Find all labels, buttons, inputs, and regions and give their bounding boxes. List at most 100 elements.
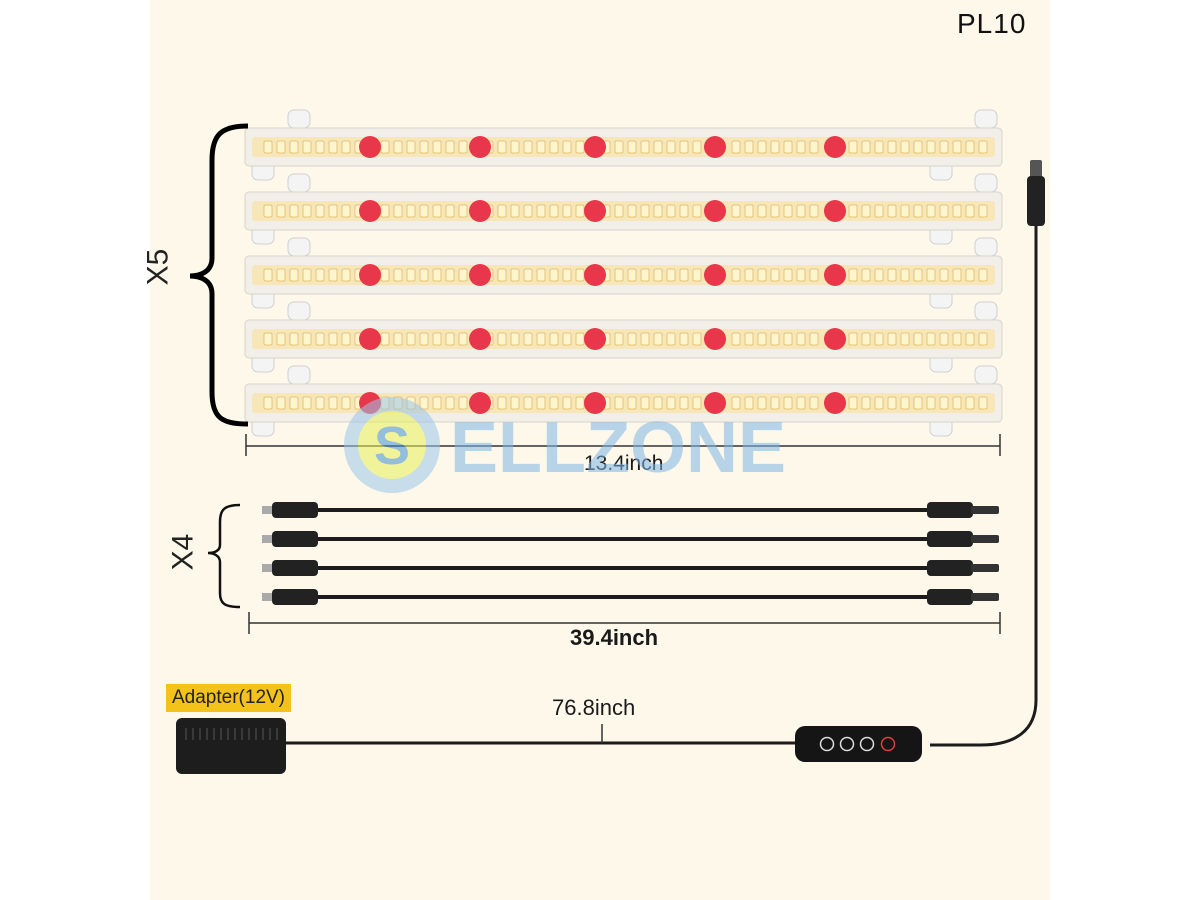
white-led	[939, 332, 949, 346]
white-led	[861, 204, 871, 218]
white-led	[627, 332, 637, 346]
white-led	[913, 204, 923, 218]
white-led	[575, 268, 585, 282]
white-led	[562, 396, 572, 410]
white-led	[315, 332, 325, 346]
plug-tip	[262, 506, 274, 514]
white-led	[731, 332, 741, 346]
white-led	[965, 268, 975, 282]
white-led	[965, 140, 975, 154]
white-led	[289, 140, 299, 154]
white-led	[328, 396, 338, 410]
white-led	[692, 396, 702, 410]
white-led	[926, 204, 936, 218]
white-led	[523, 396, 533, 410]
white-led	[952, 396, 962, 410]
white-led	[848, 140, 858, 154]
light-bar	[244, 237, 1003, 309]
white-led	[276, 204, 286, 218]
mount-clip	[287, 301, 311, 321]
white-led	[952, 204, 962, 218]
white-led	[939, 396, 949, 410]
controller-button-icon	[819, 736, 835, 752]
white-led	[614, 268, 624, 282]
mount-clip	[287, 237, 311, 257]
white-led	[744, 204, 754, 218]
white-led	[887, 268, 897, 282]
white-led	[770, 396, 780, 410]
white-led	[627, 396, 637, 410]
white-led	[653, 268, 663, 282]
extension-cable	[262, 589, 999, 605]
white-led	[575, 140, 585, 154]
white-led	[289, 396, 299, 410]
white-led	[302, 332, 312, 346]
white-led	[328, 332, 338, 346]
white-led	[900, 140, 910, 154]
white-led	[419, 268, 429, 282]
extension-cable	[262, 560, 999, 576]
white-led	[679, 332, 689, 346]
red-led	[469, 392, 491, 414]
white-led	[666, 140, 676, 154]
plug-left	[272, 560, 318, 576]
white-led	[458, 332, 468, 346]
red-led	[704, 136, 726, 158]
red-led	[584, 264, 606, 286]
adapter-body	[176, 718, 286, 774]
white-led	[653, 140, 663, 154]
white-led	[536, 396, 546, 410]
white-led	[900, 332, 910, 346]
white-led	[289, 268, 299, 282]
white-led	[939, 204, 949, 218]
white-led	[913, 396, 923, 410]
white-led	[887, 332, 897, 346]
controller-button-icon	[880, 736, 896, 752]
white-led	[783, 204, 793, 218]
white-led	[809, 204, 819, 218]
white-led	[783, 332, 793, 346]
white-led	[419, 332, 429, 346]
white-led	[692, 140, 702, 154]
white-led	[744, 268, 754, 282]
white-led	[809, 140, 819, 154]
white-led	[302, 396, 312, 410]
white-led	[770, 268, 780, 282]
red-led	[469, 328, 491, 350]
light-bar	[244, 301, 1003, 373]
main-connector	[1027, 176, 1045, 226]
white-led	[497, 204, 507, 218]
white-led	[497, 268, 507, 282]
white-led	[796, 396, 806, 410]
white-led	[458, 268, 468, 282]
white-led	[666, 204, 676, 218]
white-led	[263, 268, 273, 282]
white-led	[952, 140, 962, 154]
white-led	[419, 140, 429, 154]
white-led	[536, 140, 546, 154]
white-led	[744, 396, 754, 410]
watermark: S ELLZONE	[340, 390, 860, 500]
white-led	[341, 268, 351, 282]
light-bars	[189, 109, 1003, 456]
white-led	[796, 140, 806, 154]
red-led	[824, 200, 846, 222]
red-led	[469, 200, 491, 222]
white-led	[666, 396, 676, 410]
white-led	[627, 268, 637, 282]
white-led	[341, 140, 351, 154]
white-led	[328, 268, 338, 282]
mount-clip	[974, 173, 998, 193]
white-led	[406, 268, 416, 282]
white-led	[731, 204, 741, 218]
plug-right	[927, 502, 973, 518]
cables-bracket	[207, 503, 241, 609]
white-led	[510, 332, 520, 346]
cord-length-label: 76.8inch	[552, 695, 636, 720]
white-led	[575, 332, 585, 346]
plug-right	[927, 560, 973, 576]
white-led	[913, 332, 923, 346]
white-led	[523, 140, 533, 154]
white-led	[614, 204, 624, 218]
mount-clip	[287, 109, 311, 129]
